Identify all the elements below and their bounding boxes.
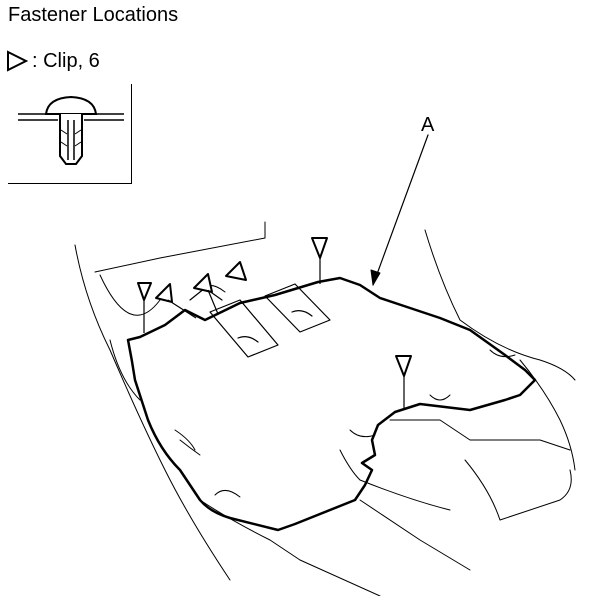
clip-marker (311, 237, 328, 284)
floor-carpet-outline (126, 276, 537, 532)
clip-detail-icon (18, 95, 124, 165)
page-title: Fastener Locations (8, 4, 179, 26)
seat-rail-brackets (189, 283, 331, 358)
legend-label: : Clip, 6 (32, 49, 100, 72)
clip-marker (225, 261, 247, 281)
clip-marker (395, 355, 412, 410)
clip-marker (155, 283, 197, 319)
clip-markers (137, 237, 412, 410)
clip-marker (193, 273, 219, 315)
callout-a-label: A (421, 114, 435, 136)
triangle-clip-icon (7, 50, 28, 72)
callout-a-leader (372, 134, 429, 286)
clip-detail-inset (8, 84, 132, 184)
legend: : Clip, 6 (6, 48, 100, 74)
vehicle-body-outline (74, 221, 576, 596)
clip-marker (137, 282, 152, 333)
